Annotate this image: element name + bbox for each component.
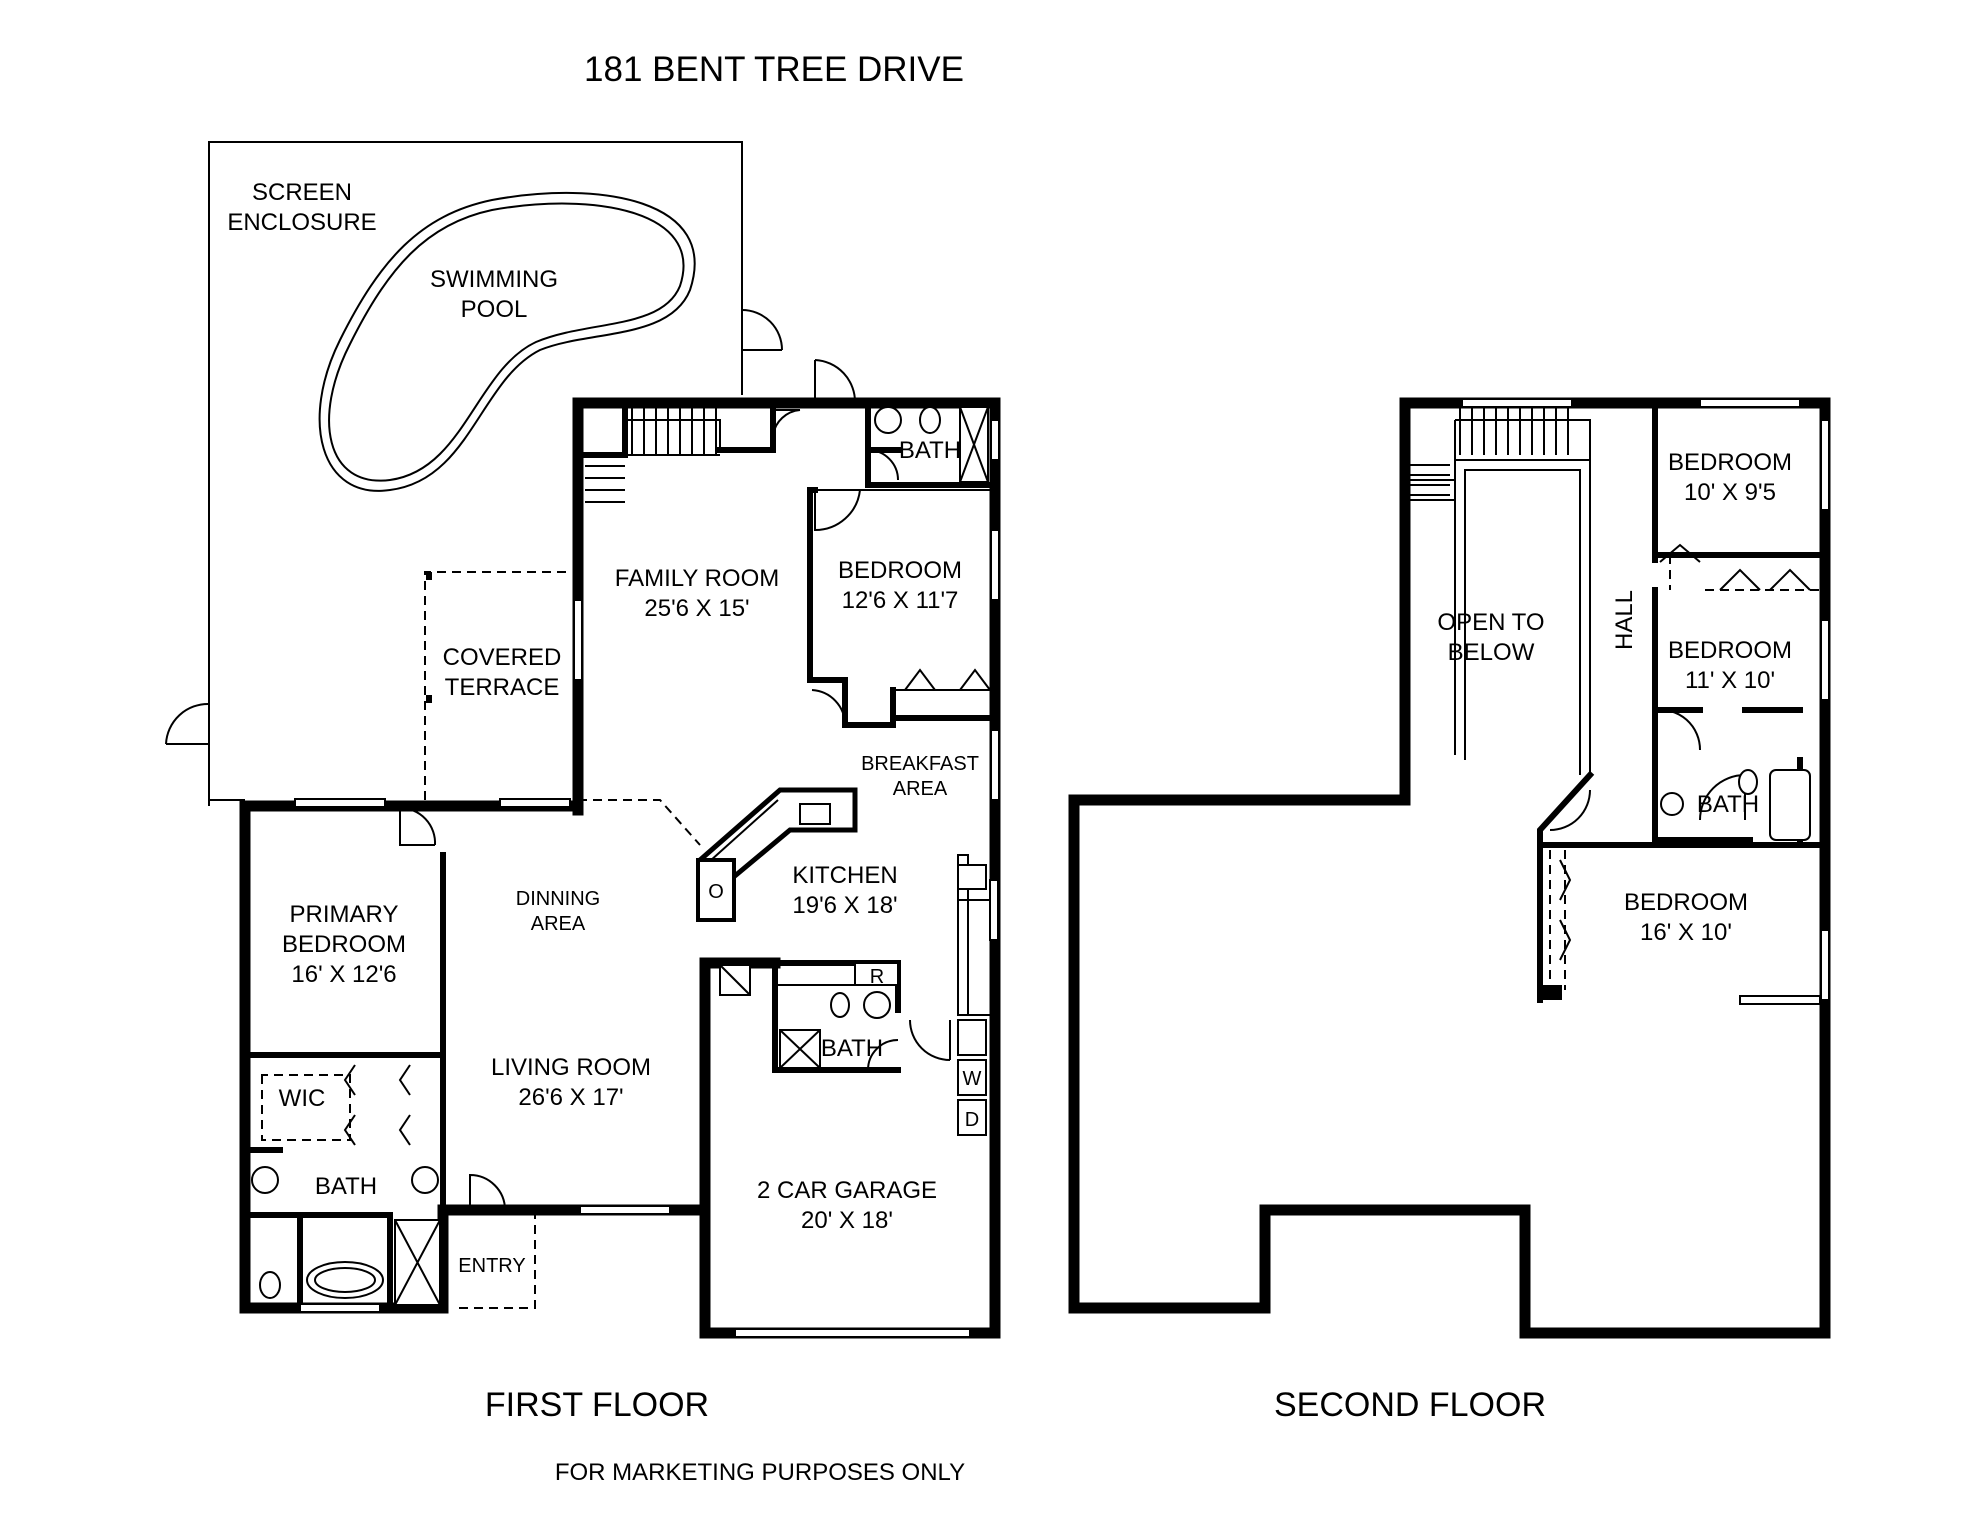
family-room-size: 25'6 X 15' xyxy=(644,595,749,622)
dinning-area-label-1: DINNING xyxy=(516,888,600,910)
pool-label-1: SWIMMING xyxy=(430,266,558,293)
bedroom-2a-label: BEDROOM xyxy=(1668,449,1792,476)
living-room-size: 26'6 X 17' xyxy=(518,1084,623,1111)
primary-bath-label: BATH xyxy=(315,1173,377,1200)
bedroom-2c-size: 16' X 10' xyxy=(1640,919,1732,946)
open-to-below-label-1: OPEN TO xyxy=(1437,609,1544,636)
second-floor-plan xyxy=(1068,397,1831,1339)
kitchen-label: KITCHEN xyxy=(792,862,897,889)
primary-bedroom-label-1: PRIMARY xyxy=(290,901,399,928)
screen-door-swing-west xyxy=(165,702,210,745)
garage-bath-label: BATH xyxy=(821,1035,883,1062)
screen-door-swing xyxy=(741,309,783,351)
toilet-icon xyxy=(919,406,941,434)
hall-label: HALL xyxy=(1611,590,1638,650)
dryer-label: D xyxy=(965,1109,979,1131)
entry-label: ENTRY xyxy=(458,1255,525,1277)
screen-enclosure-label-2: ENCLOSURE xyxy=(227,209,376,236)
footer-disclaimer: FOR MARKETING PURPOSES ONLY xyxy=(555,1459,965,1486)
first-floor-label: FIRST FLOOR xyxy=(485,1386,709,1424)
plan-title: 181 BENT TREE DRIVE xyxy=(584,50,964,89)
bedroom-first-label: BEDROOM xyxy=(838,557,962,584)
bedroom-2a-size: 10' X 9'5 xyxy=(1684,479,1776,506)
screen-enclosure-outline xyxy=(208,141,743,800)
open-to-below-label-2: BELOW xyxy=(1448,639,1535,666)
pool-inner-outline xyxy=(328,202,685,482)
breakfast-area-label-1: BREAKFAST xyxy=(861,753,979,775)
bath-second-label: BATH xyxy=(1697,791,1759,818)
garage-size: 20' X 18' xyxy=(801,1207,893,1234)
primary-bedroom-size: 16' X 12'6 xyxy=(291,961,396,988)
bedroom-2b-size: 11' X 10' xyxy=(1685,667,1775,694)
first-floor-plan: O W D R xyxy=(165,141,1001,1339)
bedroom-2b-label: BEDROOM xyxy=(1668,637,1792,664)
pool-outline xyxy=(318,191,696,492)
garage-label: 2 CAR GARAGE xyxy=(757,1177,937,1204)
kitchen-size: 19'6 X 18' xyxy=(792,892,897,919)
bedroom-2c-label: BEDROOM xyxy=(1624,889,1748,916)
covered-terrace-label-1: COVERED xyxy=(443,644,562,671)
washer-label: W xyxy=(963,1068,982,1090)
room-labels: SCREEN ENCLOSURE SWIMMING POOL COVERED T… xyxy=(227,179,1792,1277)
bedroom-first-size: 12'6 X 11'7 xyxy=(842,587,959,614)
family-room-label: FAMILY ROOM xyxy=(615,565,779,592)
second-floor-label: SECOND FLOOR xyxy=(1274,1386,1546,1424)
wic-label: WIC xyxy=(279,1085,326,1112)
covered-terrace-label-2: TERRACE xyxy=(445,674,560,701)
covered-terrace-outline xyxy=(424,571,572,800)
pool-label-2: POOL xyxy=(461,296,528,323)
oven-label: O xyxy=(708,881,724,903)
breakfast-area-label-2: AREA xyxy=(893,778,948,800)
second-floor-exterior-walls xyxy=(1068,397,1831,1339)
refrigerator-label: R xyxy=(870,966,884,988)
screen-enclosure-label-1: SCREEN xyxy=(252,179,352,206)
living-room-label: LIVING ROOM xyxy=(491,1054,651,1081)
primary-bedroom-label-2: BEDROOM xyxy=(282,931,406,958)
dinning-area-label-2: AREA xyxy=(531,913,586,935)
bath-first-label: BATH xyxy=(899,437,961,464)
sink-icon xyxy=(874,406,902,434)
